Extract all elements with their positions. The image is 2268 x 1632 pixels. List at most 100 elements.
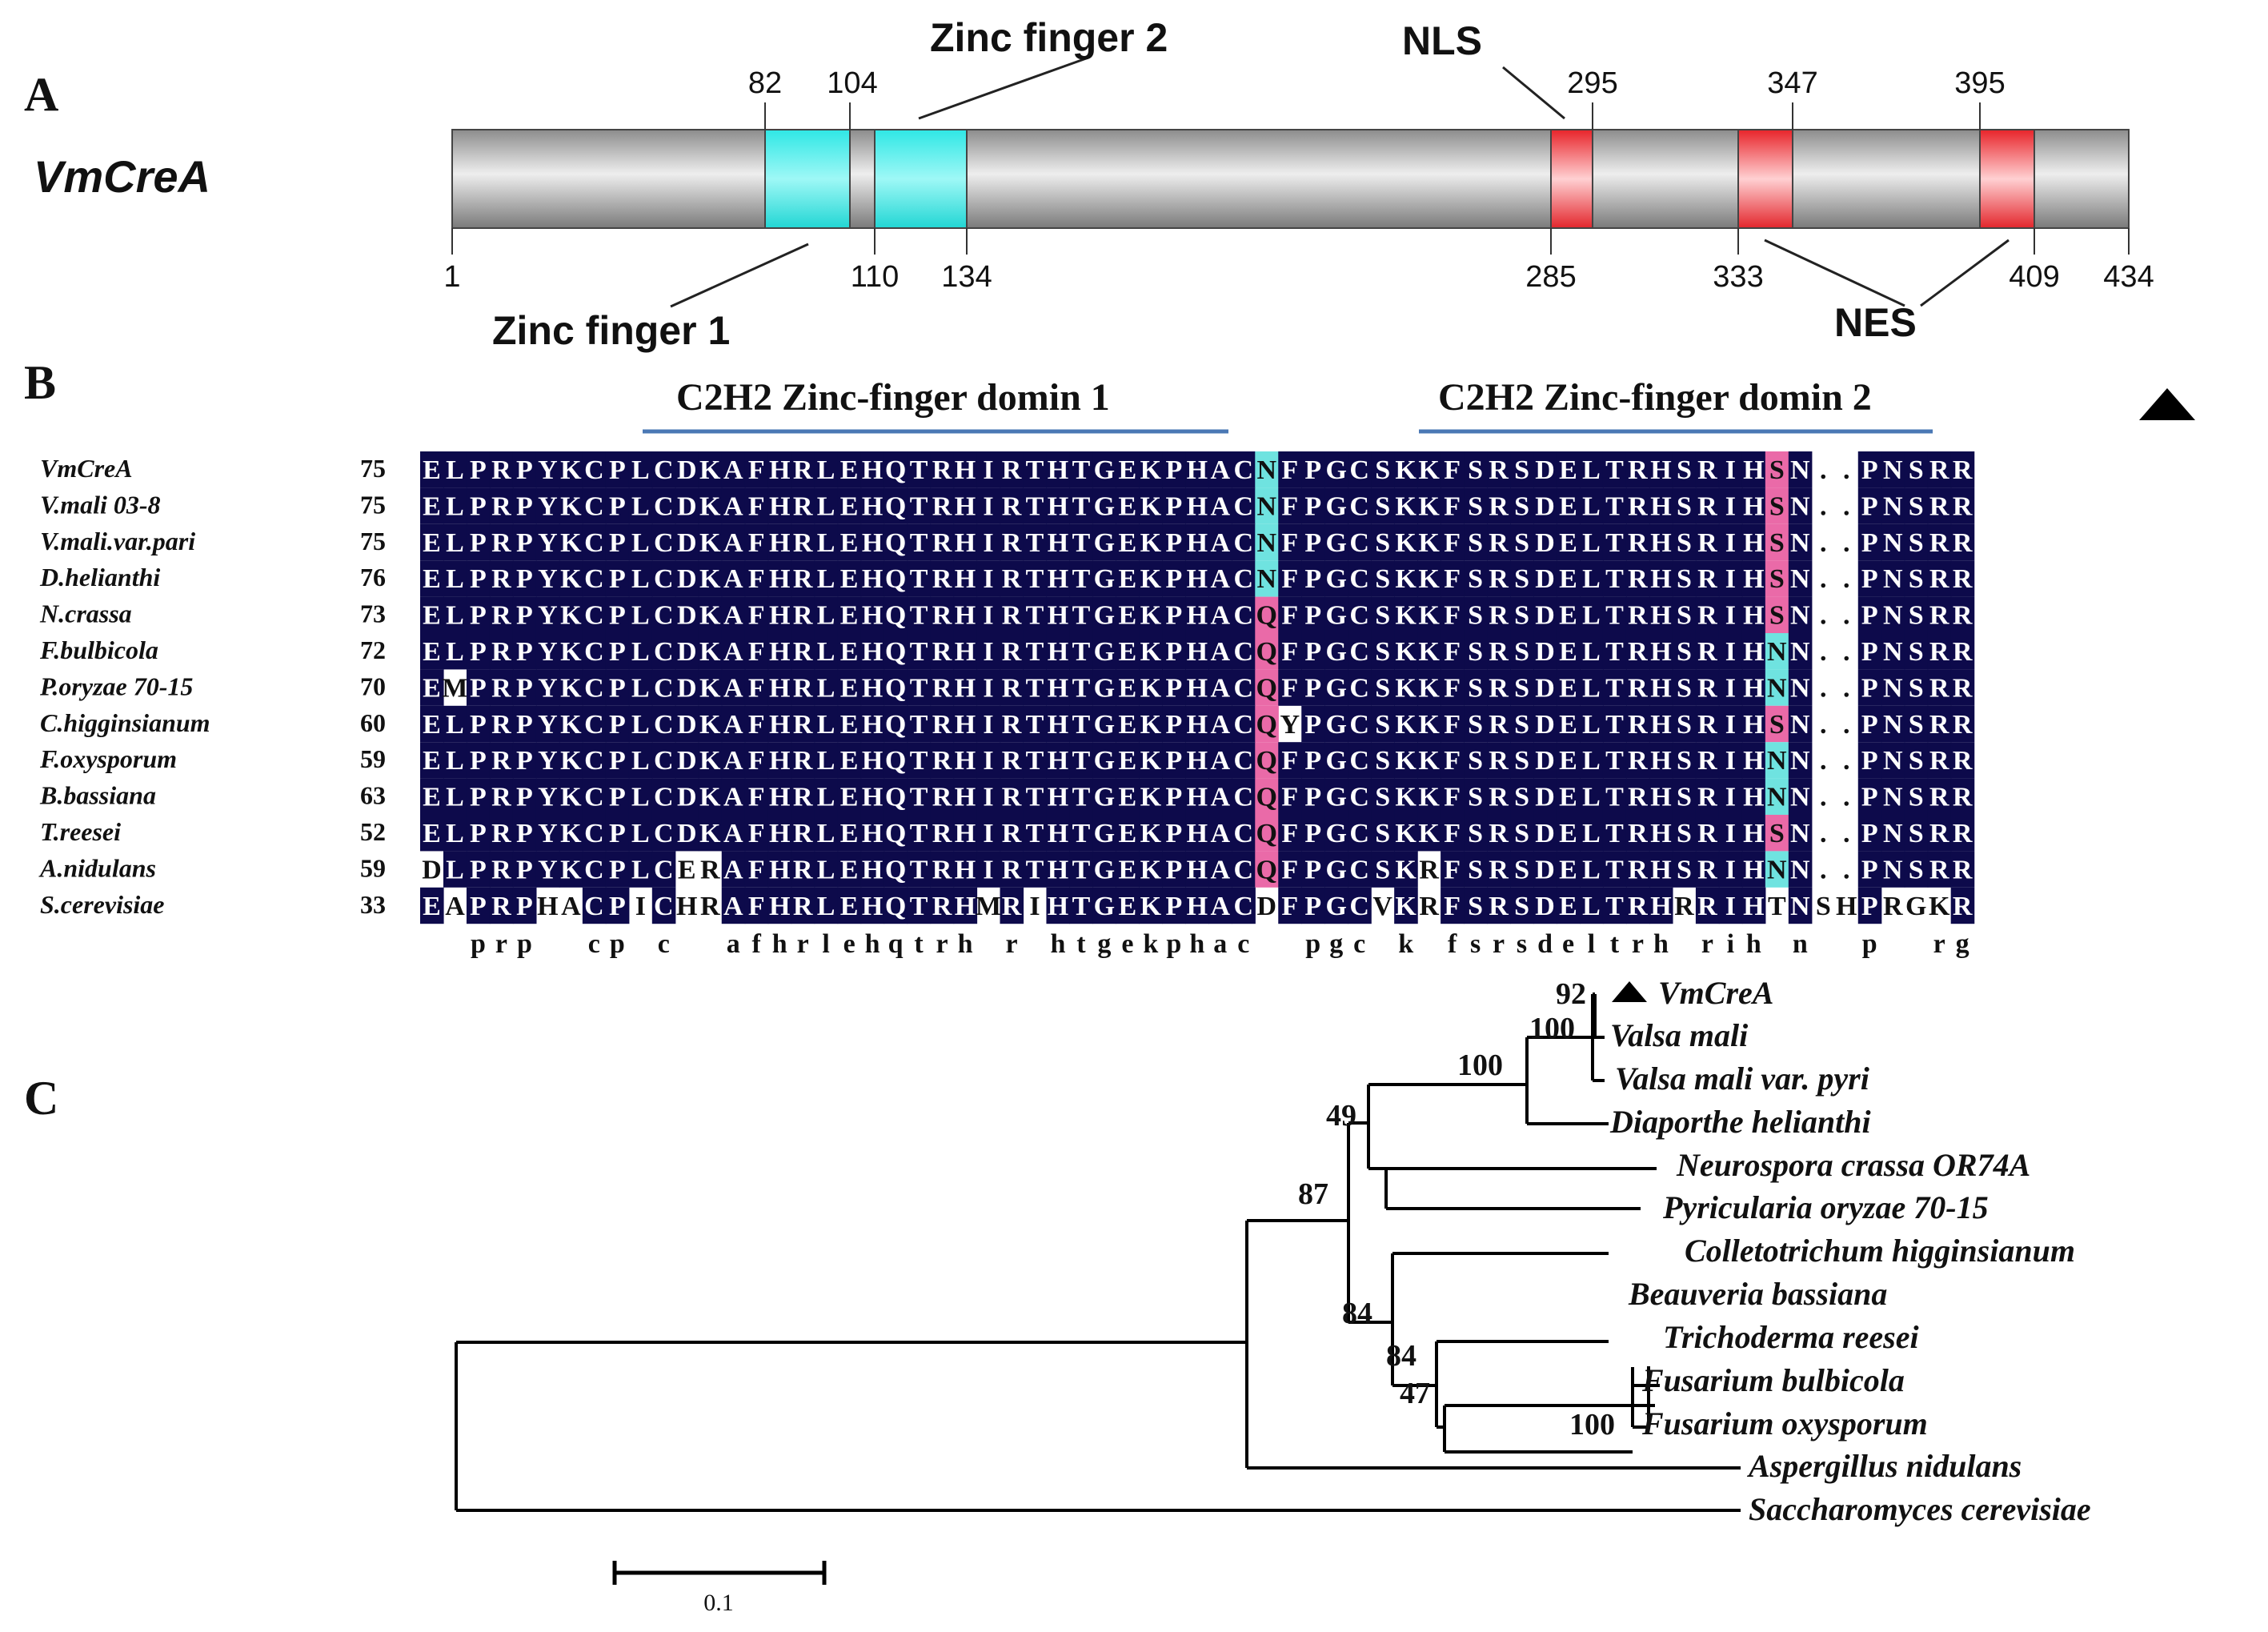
residue: R: [491, 491, 511, 521]
residue: A: [723, 855, 743, 884]
residue-cell: [1927, 633, 1952, 670]
residue: A: [445, 892, 465, 921]
residue-cell: [1857, 451, 1882, 488]
residue: R: [1697, 601, 1717, 631]
residue-cell: [1927, 560, 1952, 597]
residue: E: [1119, 855, 1137, 884]
residue: .: [1820, 710, 1827, 740]
residue: K: [560, 637, 582, 667]
consensus-residue: f: [752, 929, 762, 959]
residue-cell: [489, 451, 514, 488]
residue: D: [1535, 819, 1555, 848]
residue-cell: [698, 633, 723, 670]
residue: K: [1418, 637, 1440, 667]
residue-cell: [1487, 487, 1511, 524]
residue-cell: [582, 596, 607, 633]
residue: I: [983, 673, 993, 703]
residue: L: [1582, 455, 1601, 485]
residue: R: [1628, 783, 1648, 812]
residue: S: [1514, 637, 1529, 667]
residue: D: [677, 455, 697, 485]
taxon-aspergillus: Aspergillus nidulans: [1746, 1448, 2022, 1484]
residue: R: [491, 528, 511, 558]
residue: S: [1677, 855, 1692, 884]
residue: G: [1325, 601, 1346, 631]
panel-a: A VmCreA 82 104 295 347: [24, 15, 2154, 353]
residue: E: [1559, 637, 1577, 667]
consensus-residue: e: [843, 929, 856, 959]
residue-cell: [1023, 487, 1048, 524]
residue: P: [470, 819, 487, 848]
residue: N: [1883, 637, 1903, 667]
residue: L: [631, 637, 650, 667]
taxon-vmcrea: VmCreA: [1658, 975, 1773, 1011]
residue: H: [769, 637, 790, 667]
residue: R: [1628, 455, 1648, 485]
residue-cell: [1788, 633, 1813, 670]
residue-cell: [1533, 523, 1557, 561]
residue-cell: [1023, 633, 1048, 670]
residue-cell: [1000, 596, 1024, 633]
residue-cell: [1092, 596, 1116, 633]
residue: H: [769, 455, 790, 485]
residue: G: [1325, 528, 1346, 558]
residue-cell: [1718, 633, 1743, 670]
residue: T: [910, 855, 928, 884]
residue-cell: [721, 560, 746, 597]
residue-cell: [489, 669, 514, 706]
residue-cell: [1718, 487, 1743, 524]
residue: I: [1725, 528, 1736, 558]
residue: F: [748, 455, 765, 485]
residue-cell: [1927, 487, 1952, 524]
residue: A: [1211, 783, 1231, 812]
residue: A: [723, 819, 743, 848]
residue-cell: [1580, 451, 1604, 488]
taxon-pyricularia: Pyricularia oryzae 70-15: [1662, 1189, 1989, 1225]
position-ticks: [451, 102, 2130, 255]
residue: S: [1375, 528, 1390, 558]
residue: P: [1304, 491, 1321, 521]
residue: A: [561, 892, 581, 921]
residue: L: [817, 783, 835, 812]
residue: A: [1211, 528, 1231, 558]
residue-cell: [1139, 633, 1163, 670]
residue: S: [1677, 455, 1692, 485]
residue: H: [1743, 491, 1764, 521]
consensus-residue: t: [1076, 929, 1086, 959]
residue: L: [817, 455, 835, 485]
residue-cell: [1162, 451, 1186, 488]
pos-347: 347: [1767, 66, 1817, 100]
residue: K: [1395, 783, 1416, 812]
residue-cell: [1602, 633, 1627, 670]
residue-cell: [1185, 523, 1209, 561]
residue-cell: [1672, 560, 1697, 597]
sequence-start: 33: [360, 890, 386, 919]
residue: P: [516, 637, 533, 667]
residue: R: [1953, 528, 1973, 558]
residue-cell: [1788, 560, 1813, 597]
residue: R: [1002, 746, 1022, 776]
residue-cell: [512, 451, 537, 488]
residue: S: [1909, 746, 1924, 776]
residue-cell: [953, 487, 978, 524]
residue: E: [1119, 491, 1137, 521]
residue: S: [1375, 783, 1390, 812]
residue: K: [1395, 892, 1416, 921]
residue: L: [817, 564, 835, 594]
residue: I: [1725, 564, 1736, 594]
residue: H: [955, 564, 976, 594]
residue: H: [1743, 746, 1764, 776]
residue: F: [1281, 564, 1298, 594]
residue-cell: [1695, 596, 1720, 633]
residue-cell: [953, 451, 978, 488]
residue: H: [1048, 601, 1068, 631]
residue: F: [1281, 819, 1298, 848]
residue-cell: [1023, 451, 1048, 488]
residue-cell: [1718, 560, 1743, 597]
residue: P: [470, 637, 487, 667]
residue: L: [817, 746, 835, 776]
residue: C: [1349, 746, 1369, 776]
residue: G: [1094, 601, 1115, 631]
nls-box: [1550, 129, 1593, 229]
residue: I: [983, 855, 993, 884]
